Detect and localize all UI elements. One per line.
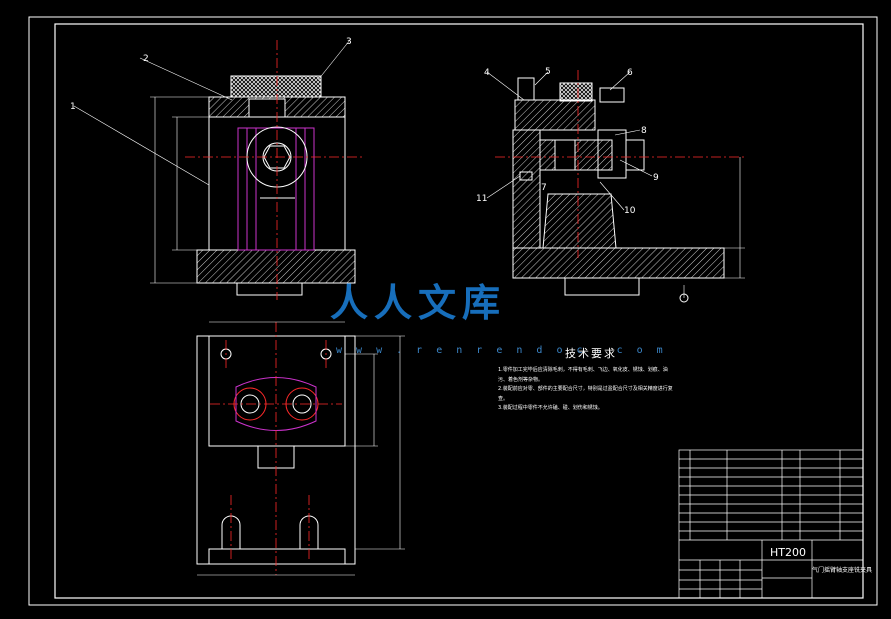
technical-requirements-title: 技术要求 (565, 347, 617, 360)
inner-border (54, 23, 864, 599)
balloon-3: 3 (346, 37, 352, 47)
technical-requirements-list: 1.零件加工完毕后应清除毛刺，不得有毛刺、飞边、氧化皮、锈蚀、划痕、油污、着色剂… (498, 366, 673, 414)
balloon-4: 4 (484, 68, 490, 78)
front-view (73, 39, 365, 300)
balloon-labels: 1 2 3 4 5 6 7 8 9 10 11 (70, 37, 659, 216)
technical-requirement-item: 3.装配过程中零件不允许磕、碰、划伤和锈蚀。 (498, 405, 603, 411)
balloon-2: 2 (143, 54, 149, 64)
balloon-7: 7 (541, 183, 547, 193)
balloon-5: 5 (545, 67, 551, 77)
side-view (486, 70, 745, 303)
front-view-knurled-knob (230, 75, 322, 98)
watermark-logo: 人人文库 (330, 281, 507, 325)
balloon-10: 10 (624, 206, 636, 216)
front-view-base-plate (196, 249, 356, 284)
watermark-url: w w w . r e n r e n d o c . c o m (336, 345, 667, 356)
outer-border (28, 16, 878, 606)
balloon-11: 11 (476, 194, 487, 204)
title-block-material: HT200 (770, 546, 806, 559)
technical-requirement-item: 2.装配前应对零、部件的主要配合尺寸，特别是过盈配合尺寸及相关精度进行复查。 (498, 386, 673, 402)
balloon-6: 6 (627, 68, 633, 78)
balloon-8: 8 (641, 126, 647, 136)
balloon-9: 9 (653, 173, 659, 183)
technical-requirement-item: 1.零件加工完毕后应清除毛刺，不得有毛刺、飞边、氧化皮、锈蚀、划痕、油污、着色剂… (498, 367, 668, 383)
title-block-drawing-title: 气门摇臂轴支座铣夹具 (812, 567, 873, 574)
balloon-1: 1 (70, 102, 76, 112)
top-view (196, 321, 405, 576)
title-block (678, 449, 864, 599)
